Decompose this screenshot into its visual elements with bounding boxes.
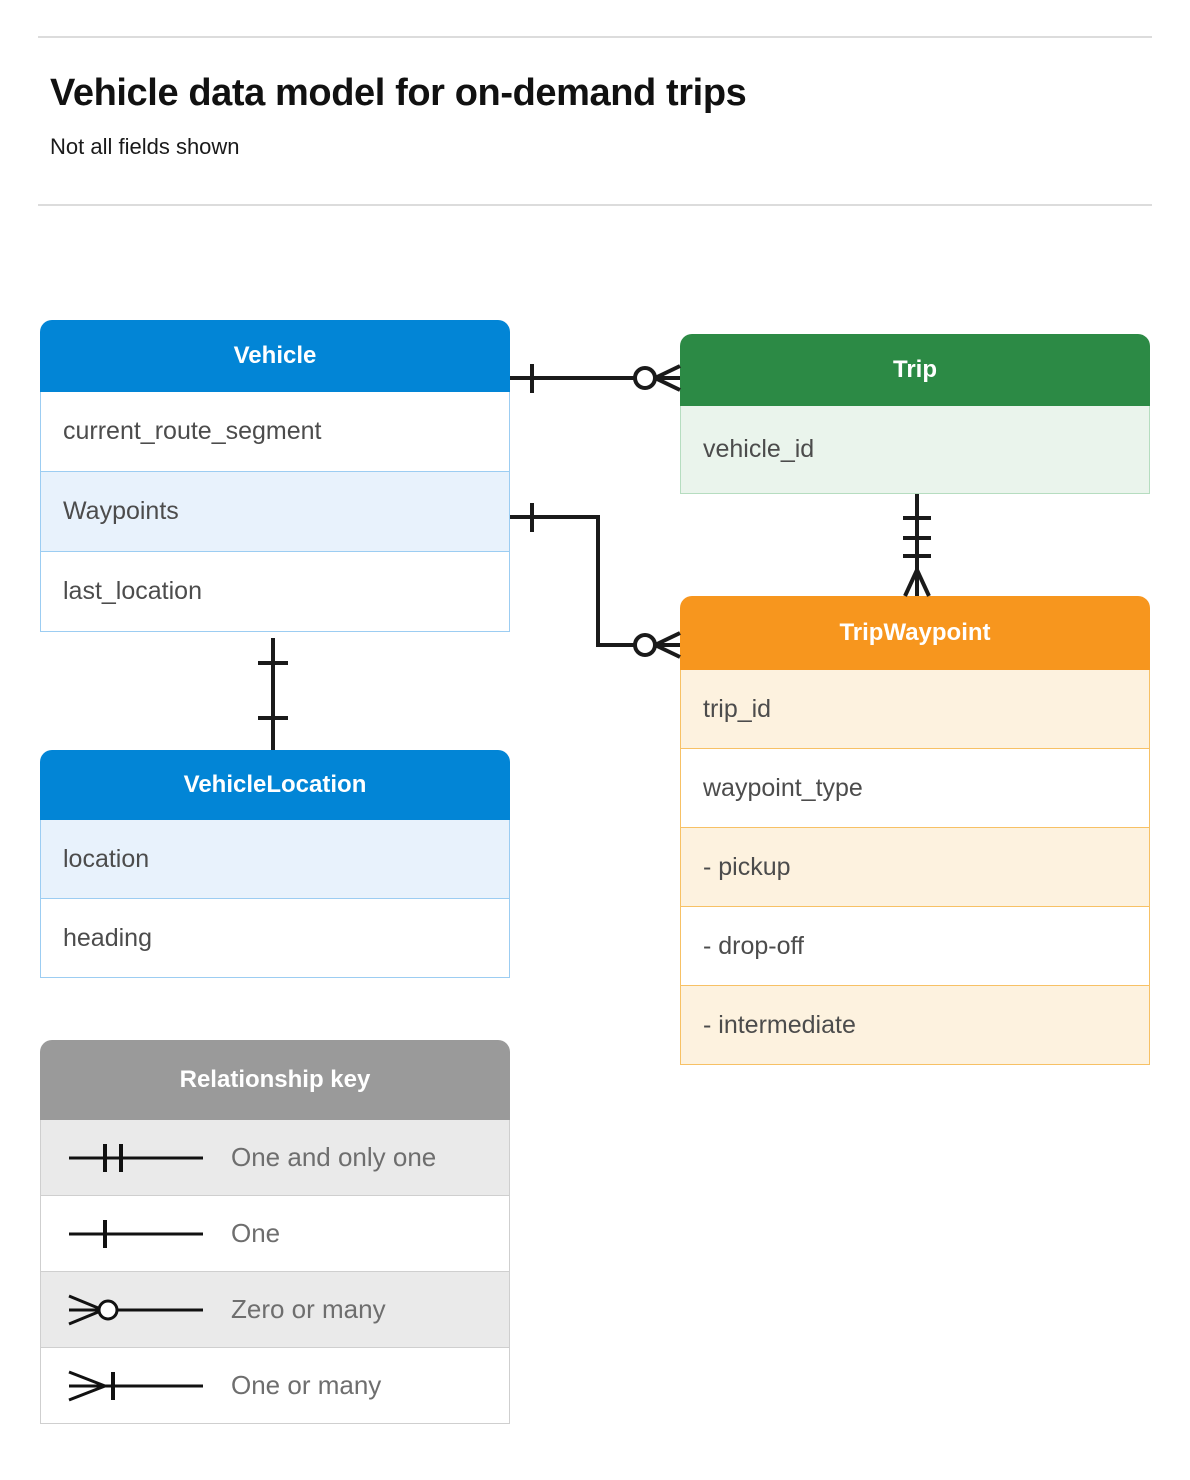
connector-vehicle-vehiclelocation (258, 638, 288, 750)
field-waypoint-type-intermediate[interactable]: - intermediate (680, 986, 1150, 1065)
field-current-route-segment[interactable]: current_route_segment (40, 392, 510, 472)
entity-vehiclelocation-title: VehicleLocation (40, 750, 510, 820)
header-divider-bottom (38, 204, 1152, 206)
field-waypoints[interactable]: Waypoints (40, 472, 510, 552)
legend-row-one-or-many: One or many (40, 1348, 510, 1424)
relationship-key-legend: Relationship key One and only one One (40, 1040, 510, 1424)
entity-vehiclelocation[interactable]: VehicleLocation location heading (40, 750, 510, 978)
legend-row-one: One (40, 1196, 510, 1272)
entity-tripwaypoint[interactable]: TripWaypoint trip_id waypoint_type - pic… (680, 596, 1150, 1065)
legend-label-zero-or-many: Zero or many (231, 1294, 386, 1324)
field-waypoint-type-dropoff[interactable]: - drop-off (680, 907, 1150, 986)
connector-waypoints-tripwaypoint (510, 503, 681, 659)
field-waypoint-type-pickup[interactable]: - pickup (680, 828, 1150, 907)
field-waypoint-type[interactable]: waypoint_type (680, 749, 1150, 828)
entity-tripwaypoint-title: TripWaypoint (680, 596, 1150, 670)
connector-vehicle-trip (510, 364, 681, 393)
legend-label-one-or-many: One or many (231, 1370, 382, 1400)
one-and-only-one-icon (41, 1120, 231, 1195)
page-subtitle: Not all fields shown (50, 134, 240, 159)
zero-or-many-icon (41, 1272, 231, 1347)
entity-vehicle-title: Vehicle (40, 320, 510, 392)
legend-label-one-and-only-one: One and only one (231, 1142, 437, 1172)
page-title: Vehicle data model for on-demand trips (50, 72, 747, 114)
connector-trip-tripwaypoint (903, 494, 931, 597)
legend-label-one: One (231, 1218, 281, 1248)
field-location[interactable]: location (40, 820, 510, 899)
one-icon (41, 1196, 231, 1271)
entity-vehicle[interactable]: Vehicle current_route_segment Waypoints … (40, 320, 510, 632)
field-heading[interactable]: heading (40, 899, 510, 978)
entity-trip-title: Trip (680, 334, 1150, 406)
entity-trip[interactable]: Trip vehicle_id (680, 334, 1150, 494)
one-or-many-icon (41, 1348, 231, 1423)
header-divider-top (38, 36, 1152, 38)
legend-row-zero-or-many: Zero or many (40, 1272, 510, 1348)
field-trip-id[interactable]: trip_id (680, 670, 1150, 749)
field-last-location[interactable]: last_location (40, 552, 510, 632)
legend-row-one-and-only-one: One and only one (40, 1120, 510, 1196)
field-vehicle-id[interactable]: vehicle_id (680, 406, 1150, 494)
legend-title: Relationship key (40, 1040, 510, 1120)
